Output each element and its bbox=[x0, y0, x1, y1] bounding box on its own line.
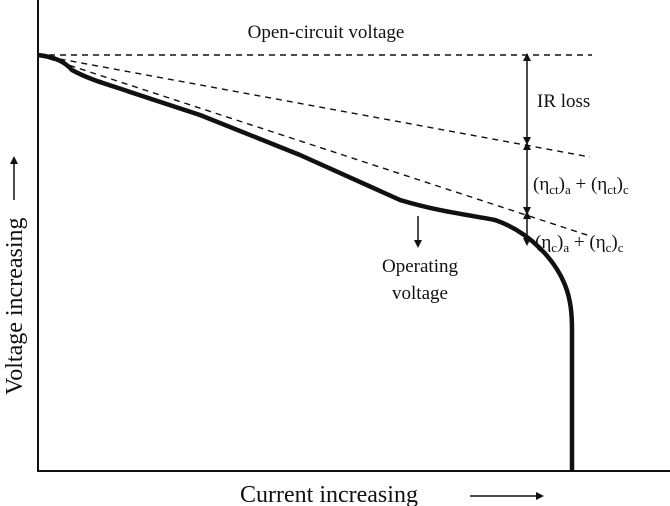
activation-loss-line bbox=[37, 54, 591, 237]
charge-transfer-overpotential-label: (ηct)a + (ηct)c bbox=[533, 174, 629, 197]
open-circuit-voltage-label: Open-circuit voltage bbox=[248, 22, 405, 43]
y-axis-label: Voltage increasing bbox=[2, 217, 28, 395]
operating-voltage-label-line1: Operating bbox=[382, 256, 458, 277]
ir-loss-label: IR loss bbox=[537, 91, 590, 112]
ir-loss-line bbox=[37, 54, 591, 158]
concentration-overpotential-label: (ηc)a + (ηc)c bbox=[535, 232, 624, 255]
operating-voltage-curve bbox=[37, 52, 575, 471]
x-axis-label: Current increasing bbox=[240, 482, 418, 506]
operating-voltage-label-line2: voltage bbox=[392, 283, 448, 304]
